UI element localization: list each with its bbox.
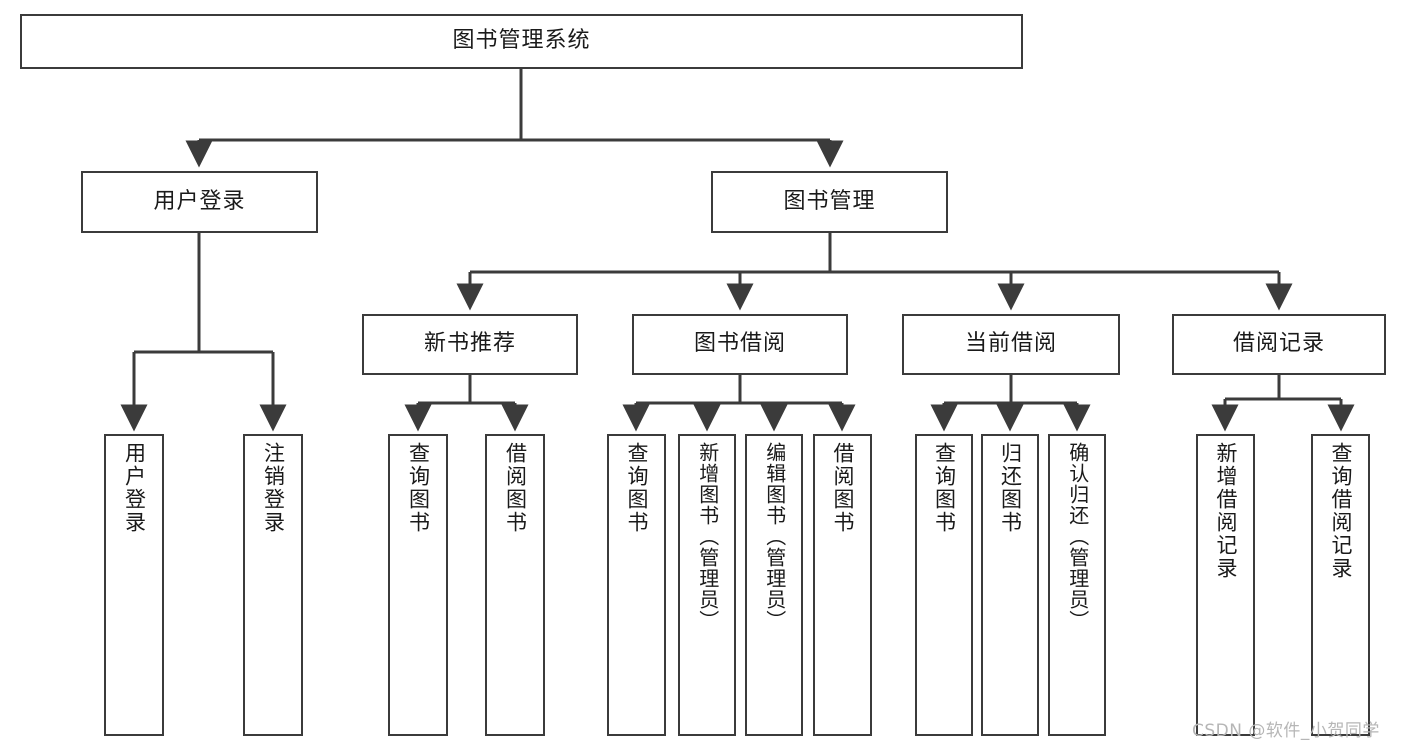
node-user-login[interactable]: 用户登录 (81, 171, 318, 233)
node-leaf-confirm-return[interactable]: 确认归还（管理员） (1048, 434, 1106, 736)
node-leaf-query-record-label: 查询借阅记录 (1328, 442, 1353, 580)
node-leaf-edit-book-label: 编辑图书（管理员） (762, 442, 787, 631)
node-leaf-query-book-2-label: 查询图书 (624, 442, 649, 534)
node-leaf-add-record-label: 新增借阅记录 (1213, 442, 1238, 580)
node-leaf-query-book-2[interactable]: 查询图书 (607, 434, 666, 736)
node-user-login-label: 用户登录 (153, 188, 246, 214)
node-leaf-return-book-label: 归还图书 (998, 442, 1023, 534)
node-root-label: 图书管理系统 (452, 28, 591, 54)
node-new-book-rec-label: 新书推荐 (423, 331, 516, 357)
node-new-book-rec[interactable]: 新书推荐 (362, 314, 578, 375)
node-leaf-logout-label: 注销登录 (261, 442, 286, 534)
node-leaf-borrow-book-1[interactable]: 借阅图书 (485, 434, 545, 736)
node-leaf-return-book[interactable]: 归还图书 (981, 434, 1039, 736)
node-leaf-user-login[interactable]: 用户登录 (104, 434, 164, 736)
node-current-borrow[interactable]: 当前借阅 (902, 314, 1120, 375)
csdn-watermark: CSDN @软件_小贺同学 (1192, 721, 1380, 741)
node-leaf-borrow-book-2[interactable]: 借阅图书 (813, 434, 872, 736)
node-book-manage[interactable]: 图书管理 (711, 171, 948, 233)
node-leaf-query-book-3[interactable]: 查询图书 (915, 434, 973, 736)
node-leaf-add-book[interactable]: 新增图书（管理员） (678, 434, 736, 736)
node-leaf-logout[interactable]: 注销登录 (243, 434, 303, 736)
node-root[interactable]: 图书管理系统 (20, 14, 1023, 69)
node-book-borrow-label: 图书借阅 (693, 331, 786, 357)
node-leaf-query-book-1[interactable]: 查询图书 (388, 434, 448, 736)
node-leaf-user-login-label: 用户登录 (122, 442, 147, 534)
node-leaf-edit-book[interactable]: 编辑图书（管理员） (745, 434, 803, 736)
node-borrow-record[interactable]: 借阅记录 (1172, 314, 1386, 375)
node-leaf-query-record[interactable]: 查询借阅记录 (1311, 434, 1370, 736)
node-book-borrow[interactable]: 图书借阅 (632, 314, 848, 375)
node-book-manage-label: 图书管理 (783, 188, 876, 214)
node-leaf-add-book-label: 新增图书（管理员） (695, 442, 720, 631)
node-leaf-borrow-book-1-label: 借阅图书 (503, 442, 528, 534)
node-leaf-add-record[interactable]: 新增借阅记录 (1196, 434, 1255, 736)
node-leaf-confirm-return-label: 确认归还（管理员） (1065, 442, 1090, 631)
node-leaf-query-book-1-label: 查询图书 (406, 442, 431, 534)
node-borrow-record-label: 借阅记录 (1232, 331, 1325, 357)
node-leaf-borrow-book-2-label: 借阅图书 (830, 442, 855, 534)
node-current-borrow-label: 当前借阅 (964, 331, 1057, 357)
node-leaf-query-book-3-label: 查询图书 (932, 442, 957, 534)
